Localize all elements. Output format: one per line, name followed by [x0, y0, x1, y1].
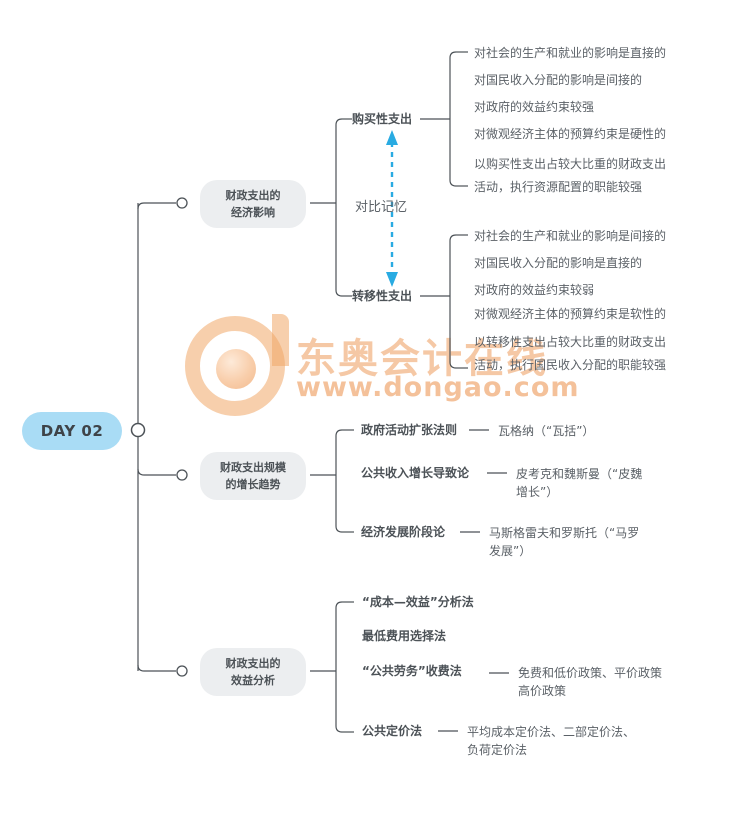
- value-line: 免费和低价政策、平价政策: [518, 666, 663, 680]
- subnode-purchase-expenditure[interactable]: 购买性支出: [352, 112, 413, 126]
- subnode-cost-benefit-method[interactable]: “成本—效益”分析法: [362, 595, 474, 609]
- detail-line: 对政府的效益约束较弱: [474, 283, 595, 297]
- root-node-day-02[interactable]: DAY 02: [22, 412, 122, 450]
- subnode-peacock-wiseman[interactable]: 公共收入增长导致论: [361, 466, 470, 480]
- subnode-public-pricing-method[interactable]: 公共定价法: [362, 724, 423, 738]
- branch-dot-benefit-analysis: [176, 665, 188, 677]
- watermark-url-text: www.dongao.com: [296, 372, 580, 403]
- detail-line: 活动，执行资源配置的职能较强: [474, 180, 643, 194]
- value-text: 免费和低价政策、平价政策 高价政策: [518, 664, 662, 700]
- value-line: 高价政策: [518, 684, 567, 698]
- detail-line: 对微观经济主体的预算约束是软性的: [474, 307, 667, 321]
- detail-line: 活动，执行国民收入分配的职能较强: [474, 358, 667, 372]
- detail-line: 以转移性支出占较大比重的财政支出: [474, 335, 667, 349]
- branch-node-benefit-analysis[interactable]: 财政支出的 效益分析: [200, 648, 306, 696]
- value-text: 皮考克和魏斯曼（“皮魏 增长”）: [516, 465, 642, 501]
- branch-node-scale-growth-trend[interactable]: 财政支出规模 的增长趋势: [200, 452, 306, 500]
- detail-line: 对国民收入分配的影响是直接的: [474, 256, 643, 270]
- branch-title-line-2: 经济影响: [231, 206, 275, 219]
- value-line: 负荷定价法: [467, 743, 528, 757]
- root-connector-dot: [130, 422, 146, 438]
- value-line: 皮考克和魏斯曼（“皮魏: [516, 467, 643, 481]
- detail-line: 对社会的生产和就业的影响是间接的: [474, 229, 667, 243]
- value-text: 瓦格纳（“瓦括”）: [498, 422, 594, 440]
- branch-dot-scale-growth-trend: [176, 469, 188, 481]
- value-line: 增长”）: [516, 485, 559, 499]
- value-line: 发展”）: [489, 544, 532, 558]
- detail-line: 对国民收入分配的影响是间接的: [474, 73, 643, 87]
- value-line: 马斯格雷夫和罗斯托（“马罗: [489, 526, 640, 540]
- value-text: 平均成本定价法、二部定价法、 负荷定价法: [467, 723, 635, 759]
- subnode-least-cost-method[interactable]: 最低费用选择法: [362, 629, 447, 643]
- branch-title-line-2: 的增长趋势: [225, 478, 281, 491]
- value-line: 平均成本定价法、二部定价法、: [467, 725, 636, 739]
- detail-line: 对微观经济主体的预算约束是硬性的: [474, 127, 667, 141]
- subnode-wagner-law[interactable]: 政府活动扩张法则: [361, 423, 458, 437]
- detail-line: 以购买性支出占较大比重的财政支出: [474, 157, 667, 171]
- detail-line: 对政府的效益约束较强: [474, 100, 595, 114]
- branch-title-line-1: 财政支出的: [225, 657, 281, 670]
- branch-node-economic-impact[interactable]: 财政支出的 经济影响: [200, 180, 306, 228]
- branch-title-line-1: 财政支出规模: [220, 461, 286, 474]
- subnode-public-service-fee-method[interactable]: “公共劳务”收费法: [362, 664, 462, 678]
- dongao-logo-icon: [185, 314, 293, 416]
- value-line: 瓦格纳（“瓦括”）: [498, 424, 595, 438]
- compare-annotation-label: 对比记忆: [355, 200, 408, 215]
- subnode-transfer-expenditure[interactable]: 转移性支出: [352, 289, 413, 303]
- branch-title-line-2: 效益分析: [231, 674, 275, 687]
- branch-dot-economic-impact: [176, 197, 188, 209]
- value-text: 马斯格雷夫和罗斯托（“马罗 发展”）: [489, 524, 639, 560]
- branch-title-line-1: 财政支出的: [225, 189, 281, 202]
- root-node-label: DAY 02: [40, 422, 104, 440]
- subnode-musgrave-rostow[interactable]: 经济发展阶段论: [361, 525, 446, 539]
- detail-line: 对社会的生产和就业的影响是直接的: [474, 46, 667, 60]
